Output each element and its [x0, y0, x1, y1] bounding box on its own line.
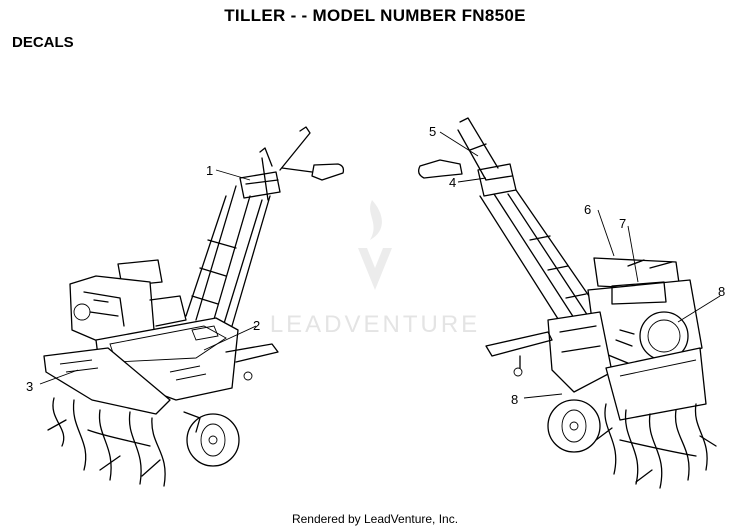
callout-7: 7 [619, 216, 626, 231]
diagram-title: TILLER - - MODEL NUMBER FN850E [224, 6, 526, 25]
leader-7 [627, 225, 639, 283]
left-tiller-drawing [43, 126, 345, 487]
leader-2 [203, 325, 257, 351]
leader-3 [39, 369, 79, 385]
callout-8-lower: 8 [511, 392, 518, 407]
section-heading: DECALS [12, 34, 74, 51]
leader-1 [215, 169, 251, 181]
callout-3: 3 [26, 379, 33, 394]
callout-5: 5 [429, 124, 436, 139]
leader-8-lower [523, 393, 563, 399]
callout-2: 2 [253, 318, 260, 333]
leader-8-upper [677, 295, 721, 323]
right-tiller-drawing [418, 117, 717, 489]
leader-6 [597, 209, 615, 257]
leader-lines [39, 131, 721, 399]
leader-4 [457, 177, 487, 183]
callout-8-upper: 8 [718, 284, 725, 299]
callout-4: 4 [449, 175, 456, 190]
callout-1: 1 [206, 163, 213, 178]
leader-5 [439, 131, 479, 157]
callout-6: 6 [584, 202, 591, 217]
footer-credit: Rendered by LeadVenture, Inc. [291, 512, 459, 526]
leadventure-watermark: LEADVENTURE [270, 200, 480, 338]
watermark-text: LEADVENTURE [270, 311, 480, 338]
